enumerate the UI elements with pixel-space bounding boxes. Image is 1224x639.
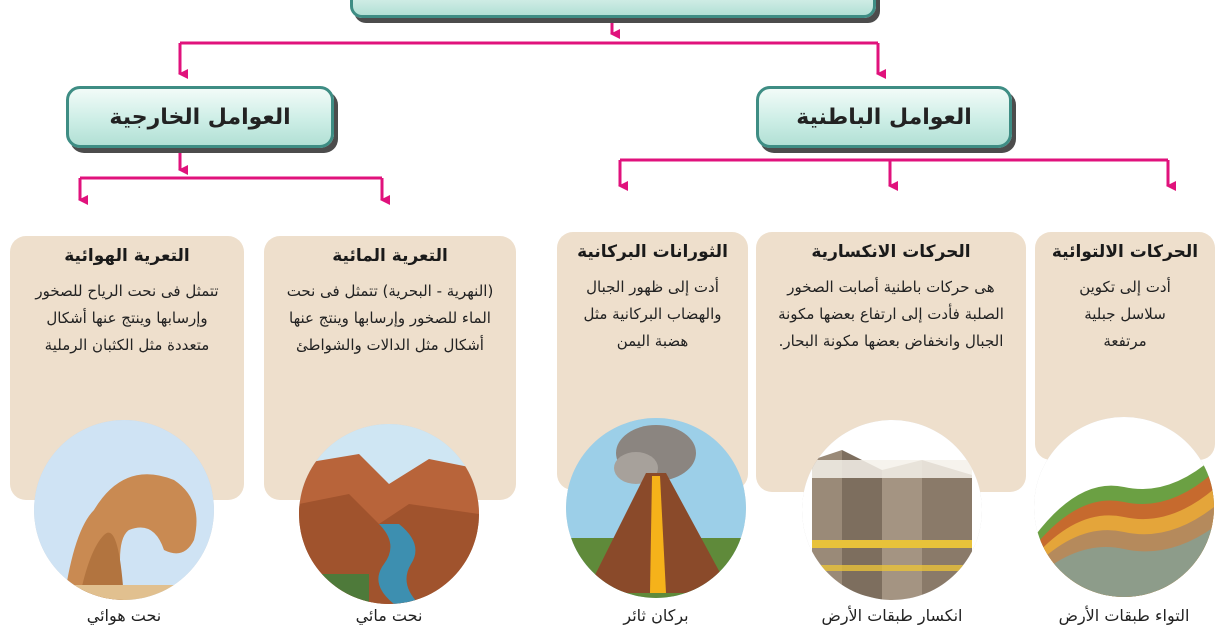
card-title: الحركات الانكسارية [811, 242, 971, 262]
wind-caption: نحت هوائي [86, 606, 162, 625]
faulting-caption: انكسار طبقات الأرض [821, 606, 963, 625]
card-description: تتمثل فى نحت الرياح للصخور وإرسابها وينت… [35, 282, 219, 354]
faulted-rock-layers-image [802, 420, 982, 600]
internal-factors-heading: العوامل الباطنية [756, 86, 1012, 148]
internal-factors-label: العوامل الباطنية [796, 104, 972, 130]
card-description: (النهرية - البحرية) تتمثل فى نحت الماء ل… [286, 282, 494, 354]
folding-caption: التواء طبقات الأرض [1058, 606, 1190, 625]
water-caption: نحت مائي [355, 606, 423, 625]
main-heading-box [350, 0, 876, 18]
external-factors-heading: العوامل الخارجية [66, 86, 334, 148]
external-factors-label: العوامل الخارجية [109, 104, 291, 130]
card-title: الحركات الالتوائية [1051, 242, 1199, 262]
card-title: الثورانات البركانية [577, 242, 728, 262]
river-canyon-image [299, 424, 479, 604]
erupting-volcano-image [566, 418, 746, 598]
volcano-caption: بركان ثائر [623, 606, 689, 625]
card-description: هى حركات باطنية أصابت الصخور الصلبة فأدت… [778, 278, 1004, 350]
card-description: أدت إلى ظهور الجبال والهضاب البركانية مث… [583, 278, 722, 350]
card-description: أدت إلى تكوين سلاسل جبلية مرتفعة [1079, 278, 1171, 350]
wind-eroded-rock-arch-image [34, 420, 214, 600]
card-title: التعرية الهوائية [64, 246, 190, 266]
card-title: التعرية المائية [332, 246, 448, 266]
folded-rock-layers-image [1034, 417, 1214, 597]
